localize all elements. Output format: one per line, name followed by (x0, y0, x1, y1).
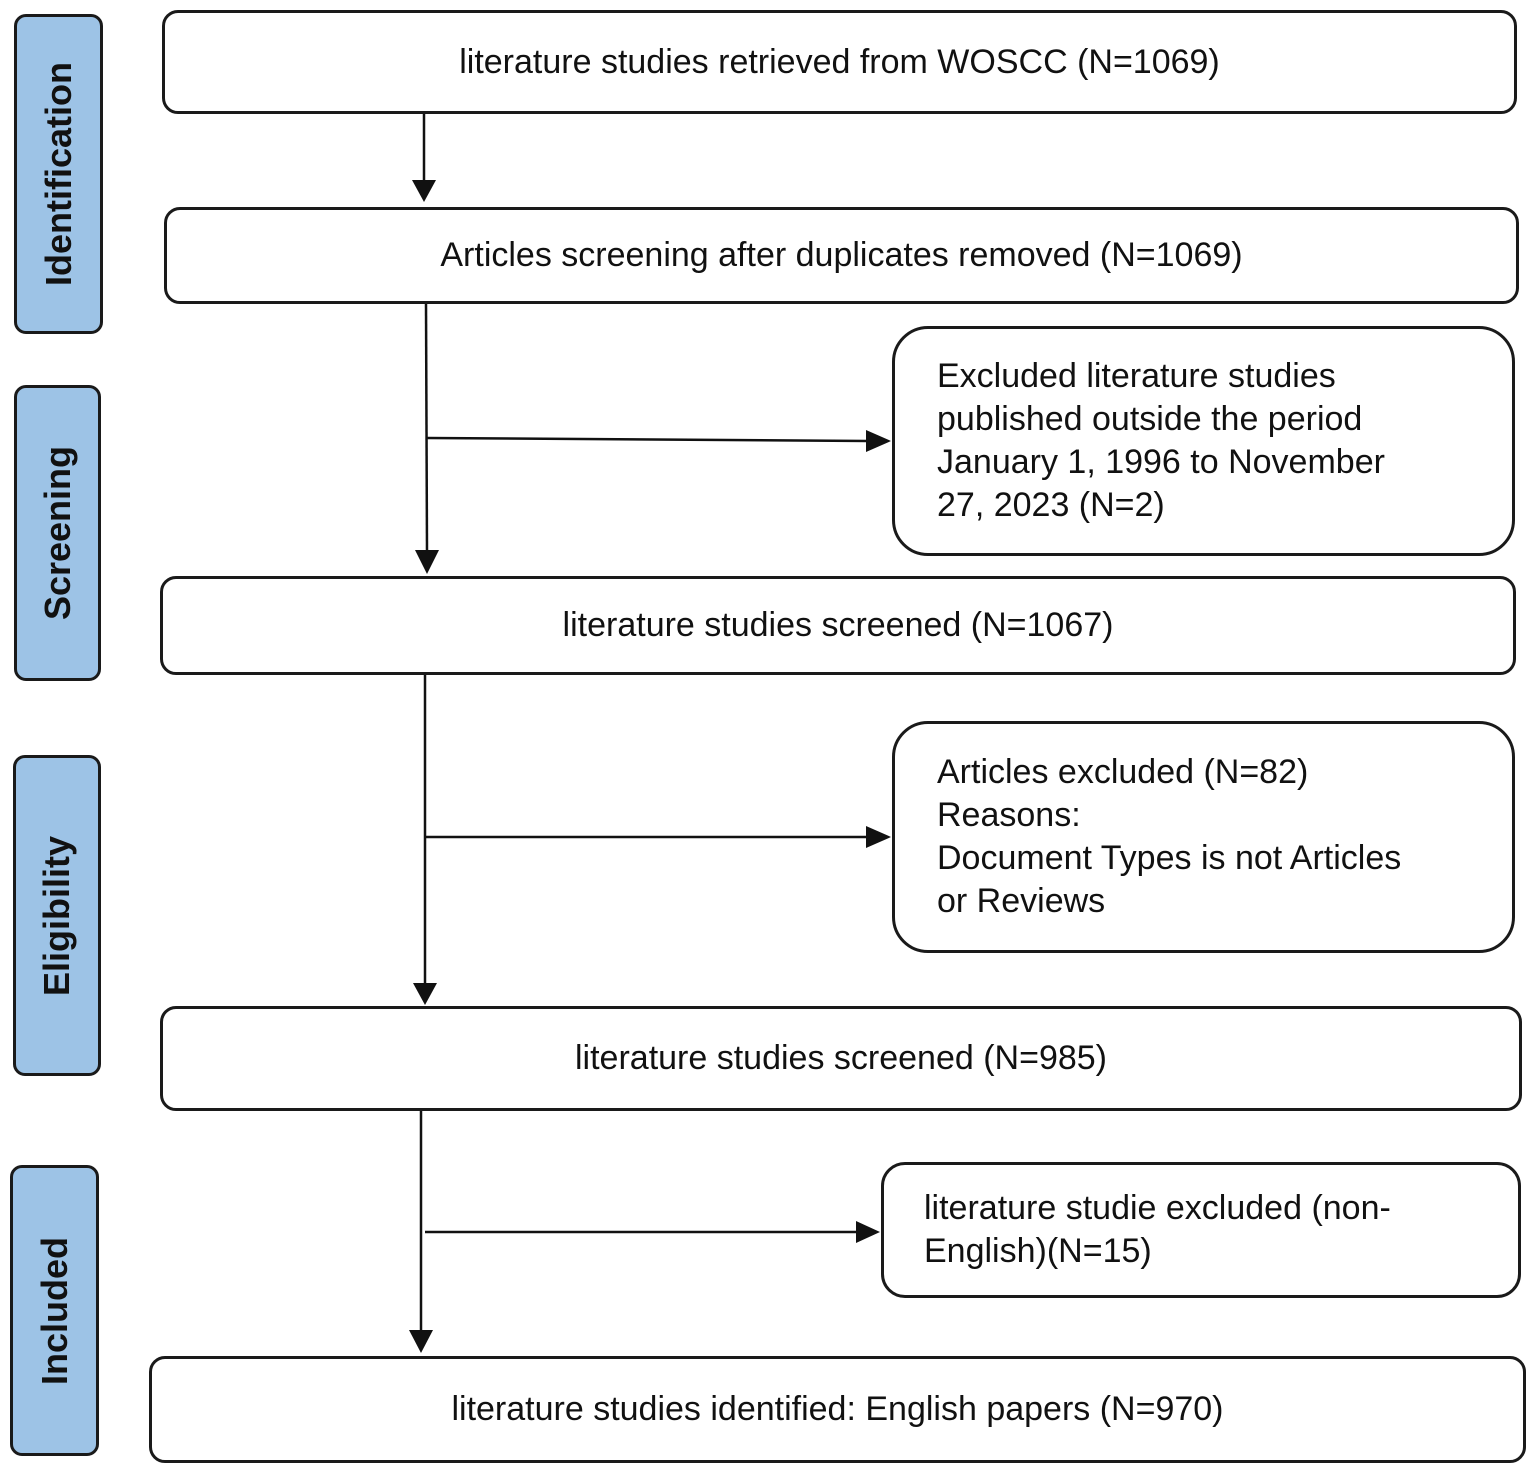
exclusion-language-line: literature studie excluded (non- (924, 1189, 1391, 1227)
arrowhead (866, 430, 891, 452)
exclusion-language-box: literature studie excluded (non- English… (881, 1162, 1521, 1298)
exclusion-period-line: Excluded literature studies (937, 357, 1336, 395)
exclusion-doctype-line: Document Types is not Articles (937, 839, 1402, 877)
identified-box: literature studies identified: English p… (149, 1356, 1526, 1463)
screened-box-1: literature studies screened (N=1067) (160, 576, 1516, 675)
exclusion-period-line: January 1, 1996 to November (937, 443, 1385, 481)
arrow-to-period-exclusion (426, 436, 869, 443)
exclusion-language-line: English)(N=15) (924, 1232, 1152, 1270)
screened-text-2: literature studies screened (N=985) (575, 1039, 1107, 1077)
screened-box-2: literature studies screened (N=985) (160, 1006, 1522, 1111)
retrieved-box: literature studies retrieved from WOSCC … (162, 10, 1517, 114)
identified-text: literature studies identified: English p… (451, 1390, 1224, 1428)
retrieved-text: literature studies retrieved from WOSCC … (459, 42, 1220, 81)
stage-eligibility: Eligibility (13, 755, 101, 1076)
arrowhead (856, 1221, 880, 1243)
dedup-box: Articles screening after duplicates remo… (164, 207, 1519, 304)
stage-identification: Identification (14, 14, 103, 334)
arrowhead (415, 550, 439, 574)
arrow-dedup-to-screened (424, 303, 429, 553)
exclusion-period-line: published outside the period (937, 400, 1363, 438)
exclusion-doctype-line: Articles excluded (N=82) (937, 753, 1309, 791)
exclusion-doctype-box: Articles excluded (N=82) Reasons: Docume… (892, 721, 1515, 953)
stage-included: Included (10, 1165, 99, 1456)
arrowhead (412, 180, 436, 202)
arrowhead (413, 983, 437, 1005)
arrowhead (409, 1330, 433, 1353)
dedup-text: Articles screening after duplicates remo… (440, 236, 1243, 274)
screened-text-1: literature studies screened (N=1067) (562, 606, 1114, 644)
stage-screening: Screening (14, 385, 101, 681)
exclusion-doctype-line: or Reviews (937, 882, 1106, 920)
exclusion-period-box: Excluded literature studies published ou… (892, 326, 1515, 556)
exclusion-doctype-line: Reasons: (937, 796, 1081, 834)
arrowhead (866, 826, 891, 848)
exclusion-period-line: 27, 2023 (N=2) (937, 486, 1165, 524)
